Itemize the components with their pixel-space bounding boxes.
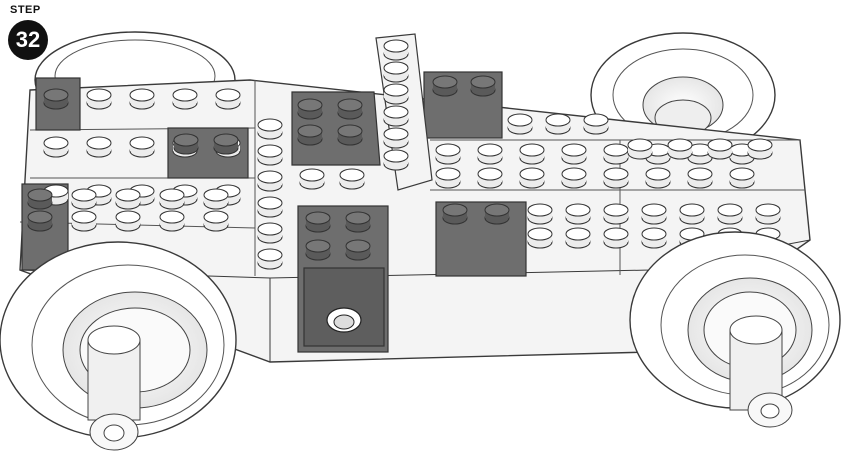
dark-stud [214,134,238,154]
dark-stud [298,99,322,119]
light-stud [604,168,628,188]
light-stud [584,114,608,134]
light-stud [384,62,408,82]
light-stud [436,168,460,188]
dark-stud [28,189,52,209]
light-stud [130,137,154,157]
light-stud [72,211,96,231]
technic-brick [304,268,384,346]
light-stud [204,211,228,231]
light-stud [340,169,364,189]
light-stud [384,106,408,126]
light-stud [258,249,282,269]
light-stud [562,144,586,164]
light-stud [668,139,692,159]
light-stud [72,189,96,209]
light-stud [730,168,754,188]
dark-stud [433,76,457,96]
light-stud [756,204,780,224]
light-stud [384,128,408,148]
light-stud [520,168,544,188]
light-stud [508,114,532,134]
light-stud [478,144,502,164]
dark-stud [338,99,362,119]
light-stud [160,189,184,209]
light-stud [604,228,628,248]
dark-stud [44,89,68,109]
light-stud [628,139,652,159]
front-right-wheel [630,232,840,427]
light-stud [87,89,111,109]
light-stud [130,89,154,109]
light-stud [204,189,228,209]
light-stud [258,171,282,191]
light-stud [528,228,552,248]
light-stud [708,139,732,159]
light-stud [478,168,502,188]
light-stud [258,119,282,139]
light-stud [546,114,570,134]
dark-stud [28,211,52,231]
light-stud [680,204,704,224]
light-stud [258,145,282,165]
light-stud [300,169,324,189]
light-stud [520,144,544,164]
dark-stud [485,204,509,224]
dark-stud [298,125,322,145]
light-stud [44,137,68,157]
light-stud [748,139,772,159]
light-stud [604,144,628,164]
light-stud [642,204,666,224]
front-left-wheel [0,242,236,450]
light-stud [604,204,628,224]
dark-stud [306,212,330,232]
light-stud [258,223,282,243]
dark-stud [338,125,362,145]
light-stud [87,137,111,157]
dark-stud [471,76,495,96]
light-stud [173,89,197,109]
light-stud [688,168,712,188]
light-stud [718,204,742,224]
light-stud [216,89,240,109]
dark-stud [443,204,467,224]
light-stud [116,211,140,231]
light-stud [436,144,460,164]
light-stud [562,168,586,188]
dark-stud [306,240,330,260]
light-stud [528,204,552,224]
light-stud [646,168,670,188]
light-stud [642,228,666,248]
dark-stud [346,240,370,260]
light-stud [566,228,590,248]
light-stud [258,197,282,217]
dark-stud [346,212,370,232]
light-stud [384,40,408,60]
light-stud [384,150,408,170]
dark-stud [174,134,198,154]
light-stud [384,84,408,104]
light-stud [160,211,184,231]
light-stud [116,189,140,209]
light-stud [566,204,590,224]
